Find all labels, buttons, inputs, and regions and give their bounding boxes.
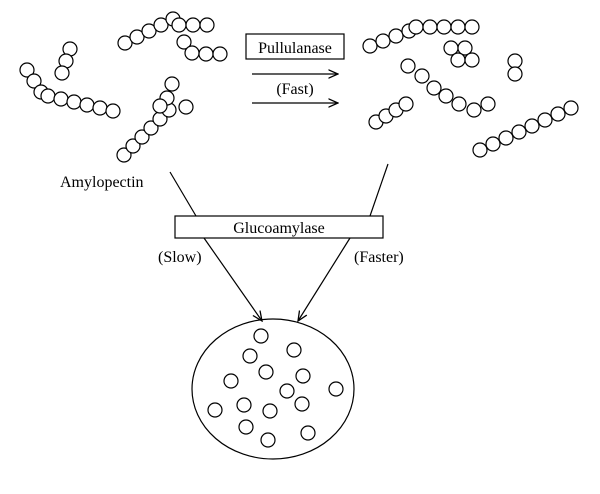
glucose-unit bbox=[294, 396, 310, 412]
glucose-unit bbox=[466, 102, 482, 118]
glucose-unit bbox=[125, 138, 141, 154]
right-converge-line bbox=[369, 163, 389, 217]
glucose-unit bbox=[134, 129, 150, 145]
glucose-unit bbox=[408, 19, 424, 35]
left-converge-line bbox=[169, 171, 197, 217]
glucose-unit bbox=[116, 147, 132, 163]
pullulanase-box: Pullulanase bbox=[245, 33, 345, 60]
glucose-unit bbox=[242, 348, 258, 364]
glucose-unit bbox=[105, 103, 121, 119]
glucose-unit bbox=[54, 65, 70, 81]
glucose-unit bbox=[511, 124, 527, 140]
glucose-unit bbox=[507, 53, 523, 69]
glucose-units bbox=[207, 328, 344, 448]
faster-arrow bbox=[298, 237, 351, 321]
glucose-unit bbox=[26, 73, 42, 89]
glucose-unit bbox=[422, 19, 438, 35]
glucose-unit bbox=[152, 98, 168, 114]
slow-label: (Slow) bbox=[158, 249, 202, 266]
glucose-unit bbox=[286, 342, 302, 358]
glucose-unit bbox=[236, 397, 252, 413]
glucose-unit bbox=[199, 17, 215, 33]
glucose-unit bbox=[66, 94, 82, 110]
glucose-unit bbox=[117, 35, 133, 51]
glucose-unit bbox=[223, 373, 239, 389]
glucose-unit bbox=[375, 33, 391, 49]
glucose-unit bbox=[426, 80, 442, 96]
glucose-unit bbox=[438, 88, 454, 104]
glucose-unit bbox=[262, 403, 278, 419]
glucose-unit bbox=[464, 19, 480, 35]
glucose-unit bbox=[485, 136, 501, 152]
glucose-unit bbox=[19, 62, 35, 78]
glucose-unit bbox=[92, 100, 108, 116]
glucose-unit bbox=[129, 29, 145, 45]
slow-arrow bbox=[203, 237, 262, 321]
glucose-unit bbox=[212, 46, 228, 62]
glucose-unit bbox=[253, 328, 269, 344]
amylopectin-chains bbox=[19, 11, 228, 163]
amylopectin-label: Amylopectin bbox=[60, 174, 144, 191]
glucose-pool bbox=[191, 318, 355, 460]
glucose-unit bbox=[524, 118, 540, 134]
glucose-unit bbox=[300, 425, 316, 441]
glucose-unit bbox=[550, 106, 566, 122]
glucose-unit bbox=[178, 99, 194, 115]
glucose-unit bbox=[507, 66, 523, 82]
glucose-unit bbox=[436, 19, 452, 35]
glucose-unit bbox=[198, 46, 214, 62]
glucose-unit bbox=[400, 58, 416, 74]
faster-label: (Faster) bbox=[354, 249, 404, 266]
glucose-unit bbox=[141, 23, 157, 39]
glucose-unit bbox=[260, 432, 276, 448]
glucose-unit bbox=[450, 19, 466, 35]
glucose-unit bbox=[563, 100, 579, 116]
glucose-unit bbox=[53, 91, 69, 107]
glucose-unit bbox=[295, 368, 311, 384]
glucose-unit bbox=[472, 142, 488, 158]
glucose-unit bbox=[184, 45, 200, 61]
glucose-unit bbox=[414, 68, 430, 84]
glucose-unit bbox=[362, 38, 378, 54]
glucose-unit bbox=[79, 97, 95, 113]
glucose-unit bbox=[279, 383, 295, 399]
glucoamylase-label: Glucoamylase bbox=[233, 220, 325, 237]
glucose-unit bbox=[328, 381, 344, 397]
glucose-unit bbox=[464, 52, 480, 68]
glucose-unit bbox=[258, 364, 274, 380]
glucose-unit bbox=[398, 96, 414, 112]
glucoamylase-box: Glucoamylase bbox=[174, 215, 384, 239]
glucose-unit bbox=[153, 17, 169, 33]
glucose-unit bbox=[143, 120, 159, 136]
glucose-unit bbox=[164, 76, 180, 92]
glucose-unit bbox=[185, 17, 201, 33]
glucose-unit bbox=[480, 96, 496, 112]
glucose-unit bbox=[207, 402, 223, 418]
glucose-unit bbox=[537, 112, 553, 128]
glucose-unit bbox=[171, 17, 187, 33]
glucose-unit bbox=[451, 96, 467, 112]
pullulanase-label: Pullulanase bbox=[258, 40, 332, 57]
glucose-unit bbox=[238, 419, 254, 435]
debranched-chains bbox=[362, 19, 579, 158]
glucose-unit bbox=[40, 88, 56, 104]
glucose-unit bbox=[457, 40, 473, 56]
glucose-unit bbox=[176, 34, 192, 50]
glucose-unit bbox=[388, 28, 404, 44]
fast-label: (Fast) bbox=[276, 81, 313, 98]
glucose-unit bbox=[450, 52, 466, 68]
glucose-unit bbox=[498, 130, 514, 146]
